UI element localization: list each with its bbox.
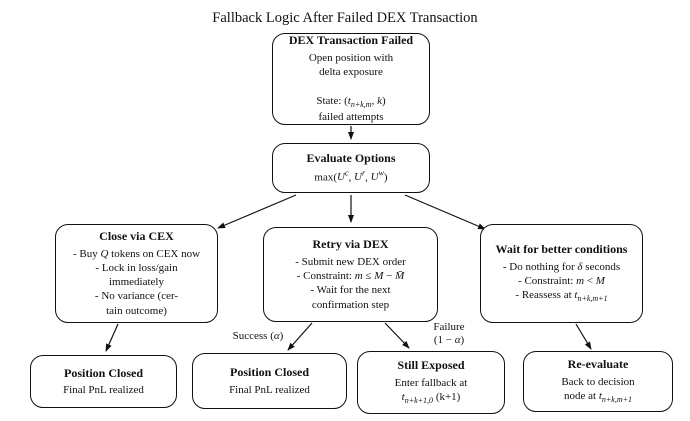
node-body: - Do nothing for δ seconds- Constraint: …: [502, 260, 621, 304]
node-title: Evaluate Options: [306, 151, 396, 166]
node-title: Still Exposed: [397, 358, 465, 373]
edge-evaluate-to-close: [217, 194, 297, 229]
node-position-closed-dex: Position Closed Final PnL realized: [192, 353, 347, 409]
node-close-via-cex: Close via CEX - Buy Q tokens on CEX now-…: [55, 224, 218, 323]
node-wait-better-conditions: Wait for better conditions - Do nothing …: [480, 224, 643, 323]
node-title: Position Closed: [229, 365, 309, 380]
node-title: Retry via DEX: [312, 237, 389, 252]
node-body: Final PnL realized: [229, 383, 310, 396]
node-position-closed-cex: Position Closed Final PnL realized: [30, 355, 177, 408]
node-title: Close via CEX: [99, 228, 174, 243]
node-title: Wait for better conditions: [495, 242, 628, 257]
node-body: max(Uc, Ur, Uw): [314, 168, 388, 184]
edge-retry-failure: [384, 322, 410, 349]
node-dex-transaction-failed: DEX Transaction Failed Open position wit…: [272, 33, 430, 125]
node-body: Final PnL realized: [63, 384, 144, 397]
edge-label-success: Success (α): [232, 330, 284, 342]
edge-evaluate-to-wait: [404, 194, 486, 230]
edge-label-failure: Failure(1 − α): [433, 321, 465, 346]
edge-wait-to-reevaluate: [575, 323, 592, 350]
node-title: DEX Transaction Failed: [288, 33, 414, 48]
edge-close-to-closed: [105, 323, 119, 352]
node-title: Re-evaluate: [567, 357, 629, 372]
edge-retry-success: [287, 322, 313, 351]
node-body: - Buy Q tokens on CEX now- Lock in loss/…: [72, 247, 201, 317]
diagram-title: Fallback Logic After Failed DEX Transact…: [212, 10, 478, 26]
node-evaluate-options: Evaluate Options max(Uc, Ur, Uw): [272, 143, 430, 193]
node-body: - Submit new DEX order- Constraint: m ≤ …: [295, 255, 406, 311]
node-retry-via-dex: Retry via DEX - Submit new DEX order- Co…: [263, 227, 438, 322]
node-title: Position Closed: [63, 365, 143, 380]
